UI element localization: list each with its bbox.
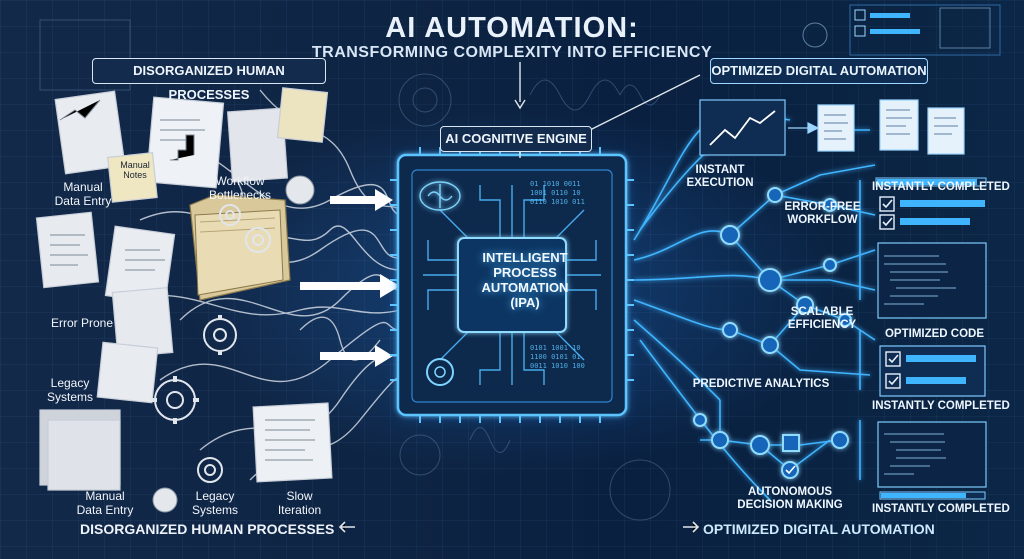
label-optimized-code: OPTIMIZED CODE xyxy=(884,328,985,340)
label-predictive-analytics: PREDICTIVE ANALYTICS xyxy=(692,378,830,390)
label-error-free-workflow: ERROR-FREE WORKFLOW xyxy=(780,201,865,227)
cpu-chip: 01 1010 0011 1001 0110 10 0110 1010 011 … xyxy=(390,147,634,423)
svg-text:0110 1010 011: 0110 1010 011 xyxy=(530,198,585,206)
label-text: Legacy xyxy=(50,376,90,390)
flow-arrows xyxy=(300,189,400,367)
label-text: Data Entry xyxy=(76,503,134,517)
label-manual-notes: Manual Notes xyxy=(115,160,155,180)
ipa-line-2: PROCESS xyxy=(493,265,557,280)
label-text: DECISION MAKING xyxy=(737,499,843,511)
label-text: INSTANT xyxy=(695,164,745,176)
label-autonomous-decision: AUTONOMOUS DECISION MAKING xyxy=(735,486,845,512)
label-manual-data-entry-2: Manual Data Entry xyxy=(70,489,140,517)
label-instantly-completed-1: INSTANTLY COMPLETED xyxy=(872,181,1010,193)
banner-disorganized-top: DISORGANIZED HUMAN PROCESSES xyxy=(92,58,326,102)
label-text: EFFICIENCY xyxy=(787,319,857,331)
ipa-line-4: (IPA) xyxy=(510,295,540,310)
label-text: Workflow xyxy=(215,174,265,188)
label-text: Notes xyxy=(123,170,147,180)
ipa-label: INTELLIGENT PROCESS AUTOMATION (IPA) xyxy=(465,250,585,310)
document-icons xyxy=(699,99,965,156)
page-title: AI AUTOMATION: xyxy=(385,12,639,44)
label-text: Iteration xyxy=(277,503,322,517)
label-text: AUTONOMOUS xyxy=(747,486,833,498)
label-legacy-systems-2: Legacy Systems xyxy=(185,489,245,517)
label-text: Legacy xyxy=(195,489,235,503)
status-panels xyxy=(875,177,987,500)
label-text: Systems xyxy=(191,503,238,517)
document-lines xyxy=(824,109,958,140)
label-text: Slow xyxy=(286,489,313,503)
svg-text:1100 0101 01: 1100 0101 01 xyxy=(530,353,581,361)
label-scalable-efficiency: SCALABLE EFFICIENCY xyxy=(782,306,862,332)
label-slow-iteration: Slow Iteration xyxy=(272,489,327,517)
label-manual-data-entry-1: Manual Data Entry xyxy=(48,180,118,208)
svg-text:0101 1001 10: 0101 1001 10 xyxy=(530,344,581,352)
gear-teeth xyxy=(151,315,222,424)
ipa-line-1: INTELLIGENT xyxy=(482,250,568,265)
paper-documents xyxy=(35,87,333,491)
banner-ai-cognitive-engine: AI COGNITIVE ENGINE xyxy=(440,126,592,152)
label-error-prone: Error Prone xyxy=(50,316,114,330)
page-subtitle: TRANSFORMING COMPLEXITY INTO EFFICIENCY xyxy=(311,44,713,61)
banner-optimized-top: OPTIMIZED DIGITAL AUTOMATION xyxy=(710,58,928,84)
top-right-checklist xyxy=(802,4,1001,56)
label-legacy-systems-1: Legacy Systems xyxy=(40,376,100,404)
crumpled-paper xyxy=(152,175,315,513)
label-text: Bottlenecks xyxy=(208,188,272,202)
label-text: ERROR-FREE xyxy=(784,201,861,213)
label-instantly-completed-3: INSTANTLY COMPLETED xyxy=(872,503,1010,515)
footer-disorganized: DISORGANIZED HUMAN PROCESSES xyxy=(80,521,335,537)
label-text: Systems xyxy=(46,390,93,404)
label-text: EXECUTION xyxy=(686,177,754,189)
label-text: Manual xyxy=(63,180,103,194)
label-text: Manual xyxy=(120,160,150,170)
label-workflow-bottlenecks: Workflow Bottlenecks xyxy=(200,174,280,202)
label-text: SCALABLE xyxy=(790,306,854,318)
label-instant-execution: INSTANT EXECUTION xyxy=(680,164,760,190)
svg-text:01 1010 0011: 01 1010 0011 xyxy=(530,180,581,188)
svg-text:1001 0110 10: 1001 0110 10 xyxy=(530,189,581,197)
ipa-line-3: AUTOMATION xyxy=(481,280,569,295)
paper-scribbles xyxy=(50,99,315,461)
footer-arrows xyxy=(338,521,700,533)
folders xyxy=(189,194,291,301)
label-text: Data Entry xyxy=(54,194,112,208)
footer-optimized: OPTIMIZED DIGITAL AUTOMATION xyxy=(703,521,935,537)
label-text: Manual xyxy=(85,489,125,503)
label-instantly-completed-2: INSTANTLY COMPLETED xyxy=(872,400,1010,412)
label-text: WORKFLOW xyxy=(787,214,858,226)
svg-text:0011 1010 100: 0011 1010 100 xyxy=(530,362,585,370)
